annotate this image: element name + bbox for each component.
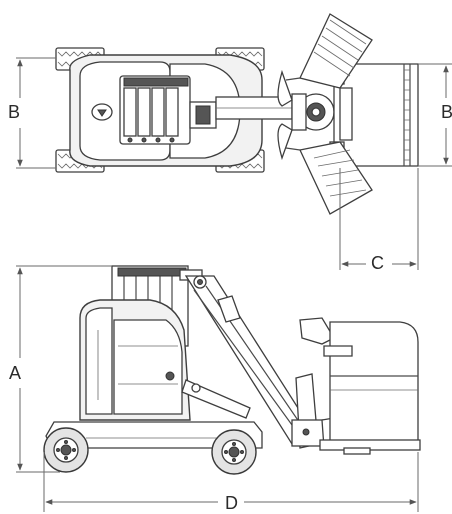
top-view-gate-arms: [277, 13, 373, 215]
top-view-boom: [189, 96, 293, 129]
side-view-platform: [299, 317, 421, 455]
side-view-front-wheel: [211, 429, 257, 475]
top-view: [55, 13, 419, 215]
dim-b-left: [16, 57, 56, 169]
side-view: [43, 265, 421, 475]
dimension-label-c: C: [369, 253, 386, 273]
dim-b-right: [418, 63, 452, 167]
dim-a: [16, 265, 112, 473]
top-view-rotator: [291, 93, 335, 131]
side-view-rear-wheel: [43, 427, 89, 473]
dimension-label-a: A: [9, 363, 22, 383]
top-view-cylinder-bank: [119, 75, 191, 145]
dim-c: [339, 168, 419, 270]
side-view-chassis: [45, 421, 263, 449]
side-view-boom: [181, 275, 313, 445]
dimension-label-b-left: B: [8, 102, 21, 122]
dim-d: [43, 452, 419, 512]
dimension-label-d: D: [223, 493, 240, 513]
dimension-label-b-right: B: [441, 102, 452, 122]
